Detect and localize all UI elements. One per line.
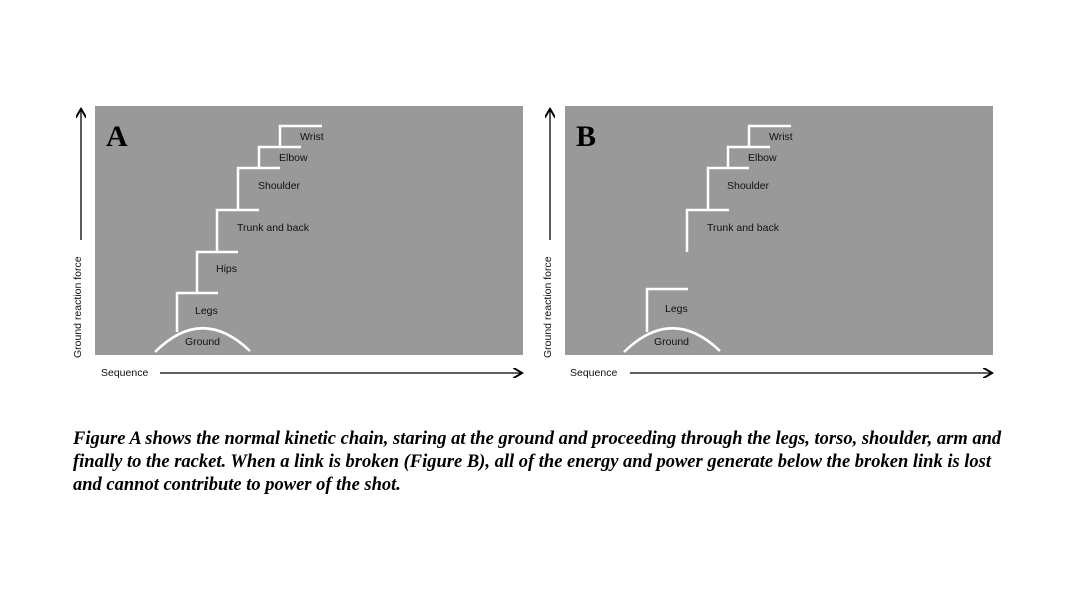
step-wrist <box>278 124 322 147</box>
label-ground: Ground <box>654 336 689 348</box>
step-legs <box>645 287 688 332</box>
label-shoulder: Shoulder <box>258 180 301 192</box>
step-elbow <box>257 145 301 168</box>
step-elbow <box>726 145 770 168</box>
step-trunk <box>685 208 729 252</box>
label-shoulder: Shoulder <box>727 180 770 192</box>
step-legs <box>175 291 218 332</box>
step-hips <box>195 250 238 293</box>
label-elbow: Elbow <box>279 152 308 164</box>
figure-a: A Ground Legs Hips Trunk and back Should… <box>72 106 523 379</box>
x-axis-label: Sequence <box>101 367 148 379</box>
step-shoulder <box>706 166 749 210</box>
figure-b: B Ground Legs Trunk and back Shoulder El… <box>542 106 993 379</box>
label-wrist: Wrist <box>300 131 324 143</box>
y-axis-label: Ground reaction force <box>542 256 554 358</box>
step-shoulder <box>236 166 280 210</box>
step-wrist <box>747 124 791 147</box>
ground-arc <box>623 327 721 353</box>
x-axis-label: Sequence <box>570 367 617 379</box>
figure-caption: Figure A shows the normal kinetic chain,… <box>73 429 1002 495</box>
label-trunk: Trunk and back <box>237 222 310 234</box>
step-trunk <box>215 208 259 252</box>
label-elbow: Elbow <box>748 152 777 164</box>
ground-arc <box>154 327 251 353</box>
label-ground: Ground <box>185 336 220 348</box>
figure-letter: A <box>106 120 128 153</box>
label-hips: Hips <box>216 263 237 275</box>
panel-background <box>95 106 523 355</box>
label-legs: Legs <box>665 303 688 315</box>
label-trunk: Trunk and back <box>707 222 780 234</box>
figure-letter: B <box>576 120 596 153</box>
label-wrist: Wrist <box>769 131 793 143</box>
panel-background <box>565 106 993 355</box>
y-axis-label: Ground reaction force <box>72 256 84 358</box>
label-legs: Legs <box>195 305 218 317</box>
